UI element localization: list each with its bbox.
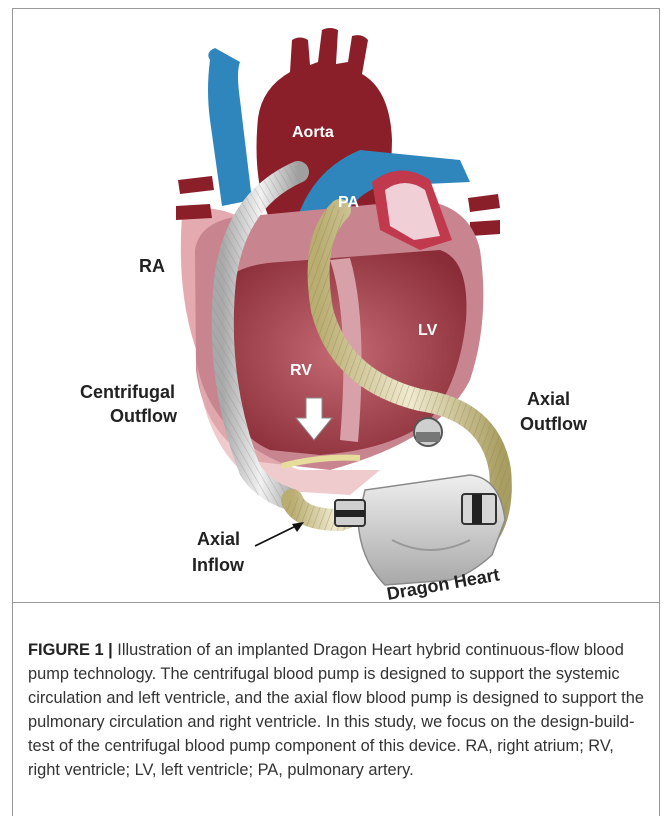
label-ra: RA bbox=[139, 256, 165, 276]
pulmonary-veins-right bbox=[468, 194, 500, 212]
label-axial-outflow-line2: Outflow bbox=[520, 414, 588, 434]
label-axial-inflow-line2: Inflow bbox=[192, 555, 245, 575]
inflow-pointer-arrow bbox=[255, 524, 300, 546]
figure-caption: FIGURE 1 | Illustration of an implanted … bbox=[28, 638, 646, 782]
label-axial-inflow-line1: Axial bbox=[197, 529, 240, 549]
caption-divider bbox=[12, 602, 660, 603]
vena-cava bbox=[208, 48, 252, 206]
caption-label: FIGURE 1 | bbox=[28, 641, 113, 659]
label-lv: LV bbox=[418, 322, 438, 339]
label-centrifugal-outflow-line1: Centrifugal bbox=[80, 382, 175, 402]
label-axial-outflow-line1: Axial bbox=[527, 389, 570, 409]
pulmonary-veins-left-2 bbox=[176, 204, 212, 220]
label-aorta: Aorta bbox=[292, 124, 334, 141]
pulmonary-veins-left bbox=[178, 176, 214, 194]
label-pa: PA bbox=[338, 194, 359, 211]
pulmonary-veins-right-2 bbox=[470, 220, 500, 236]
label-rv: RV bbox=[290, 362, 312, 379]
label-centrifugal-outflow-line2: Outflow bbox=[110, 406, 178, 426]
caption-text: Illustration of an implanted Dragon Hear… bbox=[28, 641, 644, 779]
heart-illustration: Aorta PA RA LV RV Centrifugal Outflow Ax… bbox=[0, 0, 669, 600]
